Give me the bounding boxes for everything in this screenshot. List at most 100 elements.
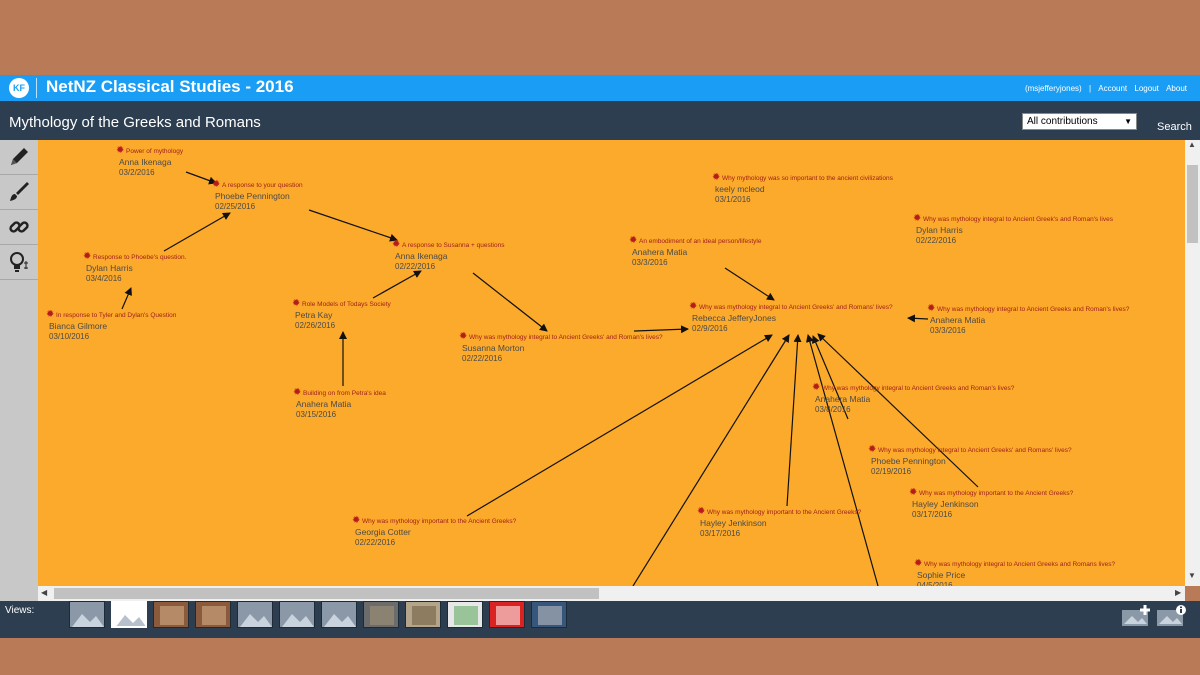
filter-value: All contributions (1027, 116, 1098, 127)
link-arrow (466, 334, 773, 517)
note-n18[interactable]: Why was mythology important to the Ancie… (697, 506, 861, 538)
note-author: Anna Ikenaga (395, 251, 448, 261)
horizontal-scrollbar[interactable]: ◀ ▶ (38, 586, 1185, 601)
view-info-icon[interactable] (1156, 605, 1186, 627)
view-thumbnail-statue-thumbnail[interactable] (531, 601, 567, 628)
note-date: 03/17/2016 (912, 510, 953, 519)
view-thumbnail-mountain-placeholder[interactable] (69, 601, 105, 628)
search-button[interactable]: Search (1157, 121, 1192, 133)
dropdown-arrow-icon: ▼ (1124, 117, 1132, 126)
note-title: Power of mythology (116, 145, 183, 156)
note-n16[interactable]: Why was mythology important to the Ancie… (909, 487, 1073, 519)
note-author: Hayley Jenkinson (700, 518, 767, 528)
link-arrow (806, 334, 879, 586)
horizontal-scroll-thumb[interactable] (54, 588, 599, 599)
note-n9[interactable]: An embodiment of an ideal person/lifesty… (629, 235, 762, 267)
vertical-scroll-thumb[interactable] (1187, 165, 1198, 243)
note-author: Anahera Matia (296, 399, 352, 409)
view-thumbnail-painting-thumbnail[interactable] (195, 601, 231, 628)
pencil-tool-button[interactable] (0, 140, 38, 175)
link-arrow (817, 333, 979, 488)
note-date: 02/22/2016 (916, 236, 957, 245)
link-tool-button[interactable] (0, 210, 38, 245)
link-separator: | (1088, 84, 1092, 93)
note-n15[interactable]: Why was mythology integral to Ancient Gr… (868, 444, 1072, 476)
note-date: 03/3/2016 (632, 258, 668, 267)
note-date: 02/25/2016 (215, 202, 256, 211)
view-thumbnail-keep-calm-thumbnail[interactable] (489, 601, 525, 628)
note-title: Why was mythology integral to Ancient Gr… (689, 301, 893, 312)
scroll-right-icon[interactable]: ▶ (1175, 588, 1182, 597)
view-thumbnail-figures-thumbnail[interactable] (405, 601, 441, 628)
note-title: Why was mythology integral to Ancient Gr… (459, 331, 663, 342)
link-arrow (308, 209, 398, 242)
brush-tool-button[interactable] (0, 175, 38, 210)
lightbulb-icon (10, 252, 28, 272)
account-link[interactable]: Account (1098, 84, 1128, 93)
link-arrow (121, 287, 132, 310)
views-bar: Views: (0, 601, 1200, 638)
note-n17[interactable]: Why was mythology important to the Ancie… (352, 515, 516, 547)
note-date: 02/26/2016 (295, 321, 336, 330)
note-author: Petra Kay (295, 310, 333, 320)
link-arrow (472, 272, 548, 332)
view-thumbnail-mountain-placeholder-active[interactable] (111, 601, 147, 628)
logout-link[interactable]: Logout (1134, 84, 1159, 93)
about-link[interactable]: About (1166, 84, 1187, 93)
link-arrow (372, 270, 422, 299)
note-n14[interactable]: Why was mythology integral to Ancient Gr… (812, 382, 1014, 414)
link-arrow (907, 314, 929, 323)
note-n11[interactable]: Why was mythology integral to Ancient Gr… (913, 213, 1113, 245)
note-date: 04/5/2016 (917, 581, 953, 586)
view-thumbnail-painting-thumbnail[interactable] (153, 601, 189, 628)
note-n10[interactable]: Why mythology was so important to the an… (712, 172, 893, 204)
note-author: Georgia Cotter (355, 527, 411, 537)
note-n4[interactable]: In response to Tyler and Dylan's Questio… (46, 309, 176, 341)
note-date: 02/22/2016 (462, 354, 503, 363)
note-author: Anahera Matia (632, 247, 688, 257)
note-title: Why mythology was so important to the an… (712, 172, 893, 183)
note-author: keely mcleod (715, 184, 765, 194)
view-thumbnail-mountain-placeholder[interactable] (321, 601, 357, 628)
note-n8[interactable]: Why was mythology integral to Ancient Gr… (459, 331, 663, 363)
view-titlebar: Mythology of the Greeks and Romans (0, 101, 1200, 140)
note-n12[interactable]: Why was mythology integral to Ancient Gr… (689, 301, 893, 333)
view-thumbnail-mountain-placeholder[interactable] (279, 601, 315, 628)
note-n3[interactable]: Response to Phoebe's question.Dylan Harr… (83, 251, 186, 283)
note-title: Building on from Petra's idea (293, 387, 386, 398)
vertical-scrollbar[interactable]: ▲ ▼ (1185, 140, 1200, 586)
note-date: 03/1/2016 (715, 195, 751, 204)
note-title: Role Models of Todays Society (292, 298, 391, 309)
view-thumbnail-coin-thumbnail[interactable] (363, 601, 399, 628)
link-arrow (812, 335, 849, 420)
scroll-down-icon[interactable]: ▼ (1188, 571, 1196, 580)
link-arrow (724, 267, 775, 301)
kf-logo[interactable]: KF (9, 78, 29, 98)
views-label: Views: (5, 605, 35, 616)
note-title: Why was mythology integral to Ancient Gr… (812, 382, 1014, 393)
build-on-links (121, 171, 979, 586)
link-arrow (633, 325, 689, 334)
note-n19[interactable]: Why was mythology integral to Ancient Gr… (914, 558, 1115, 586)
view-thumbnail-poster-thumbnail[interactable] (447, 601, 483, 628)
scroll-up-icon[interactable]: ▲ (1188, 140, 1196, 149)
note-title: Why was mythology integral to Ancient Gr… (913, 213, 1113, 224)
note-n13[interactable]: Why was mythology integral to Ancient Gr… (927, 303, 1129, 335)
view-thumbnail-mountain-placeholder[interactable] (237, 601, 273, 628)
add-view-icon[interactable] (1121, 605, 1151, 627)
scroll-left-icon[interactable]: ◀ (41, 588, 48, 597)
user-links: (msjefferyjones) | Account Logout About (1020, 84, 1187, 93)
note-title: Why was mythology integral to Ancient Gr… (868, 444, 1072, 455)
contributions-filter-select[interactable]: All contributions ▼ (1022, 113, 1137, 130)
idea-tool-button[interactable] (0, 245, 38, 280)
link-arrow (185, 171, 217, 185)
note-author: Phoebe Pennington (215, 191, 290, 201)
note-title: Why was mythology important to the Ancie… (909, 487, 1073, 498)
note-title: A response to your question (212, 179, 303, 190)
